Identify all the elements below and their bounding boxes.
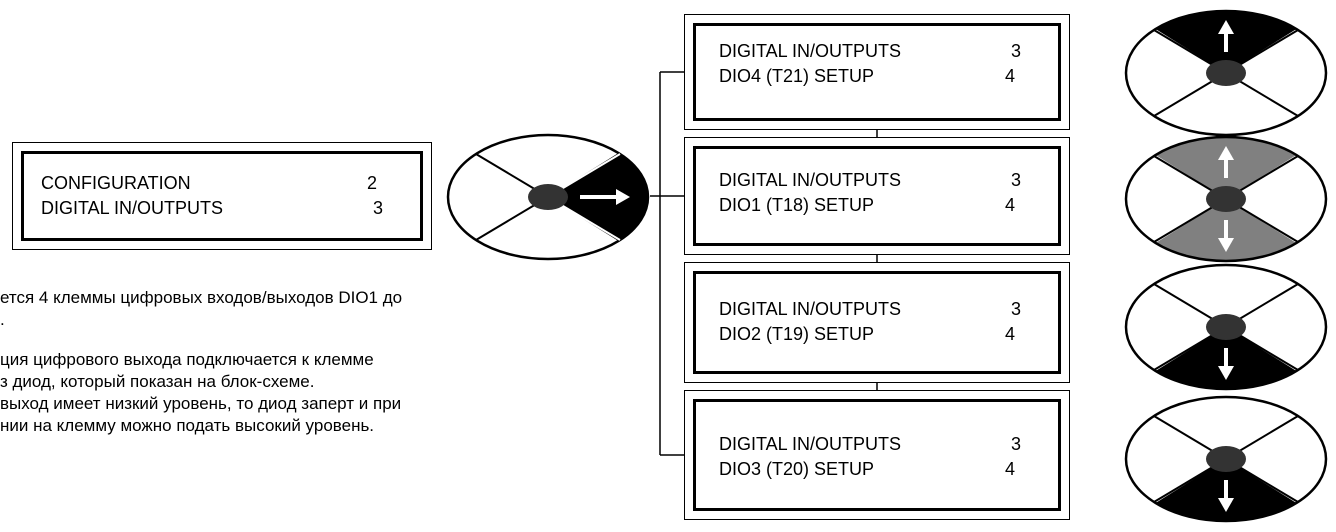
keypad-down-arrow[interactable]: [1124, 262, 1330, 392]
description-line-2: .: [0, 310, 5, 329]
menu-level-1: 3: [1011, 170, 1022, 190]
right-arrow-icon: [580, 189, 630, 205]
menu-level-1: 3: [1011, 41, 1022, 61]
menu-panel-dio1: DIGITAL IN/OUTPUTS 3 DIO1 (T18) SETUP 4: [684, 137, 1070, 255]
down-arrow-icon: [1218, 220, 1234, 252]
keypad-up-down-arrows[interactable]: [1124, 134, 1330, 264]
down-arrow-icon: [1218, 348, 1234, 380]
menu-panel-dio4: DIGITAL IN/OUTPUTS 3 DIO4 (T21) SETUP 4: [684, 14, 1070, 130]
menu-display: [693, 23, 1061, 121]
down-arrow-icon: [1218, 480, 1234, 512]
menu-panel-dio2: DIGITAL IN/OUTPUTS 3 DIO2 (T19) SETUP 4: [684, 262, 1070, 383]
configuration-menu-panel: CONFIGURATION 2 DIGITAL IN/OUTPUTS 3: [12, 142, 432, 250]
keypad-center-button[interactable]: [1206, 60, 1246, 86]
keypad-down-arrow[interactable]: [1124, 394, 1330, 524]
menu-display: [693, 399, 1061, 511]
menu-level-2: 4: [1005, 195, 1016, 215]
up-arrow-icon: [1218, 20, 1234, 52]
menu-panel-dio3: DIGITAL IN/OUTPUTS 3 DIO3 (T20) SETUP 4: [684, 390, 1070, 520]
menu-line-2: DIO1 (T18) SETUP: [719, 195, 875, 215]
menu-level-2: 4: [1005, 324, 1016, 344]
menu-line-1: DIGITAL IN/OUTPUTS: [719, 41, 902, 61]
menu-level-1: 3: [1011, 434, 1022, 454]
menu-line-2: DIGITAL IN/OUTPUTS: [41, 198, 224, 218]
menu-display: [693, 271, 1061, 374]
keypad-right-arrow[interactable]: [446, 132, 652, 262]
keypad-center-button[interactable]: [1206, 446, 1246, 472]
description-line-6: нии на клемму можно подать высокий урове…: [0, 416, 375, 435]
menu-level-2: 3: [373, 198, 384, 218]
menu-line-2: DIO4 (T21) SETUP: [719, 66, 875, 86]
keypad-center-button[interactable]: [1206, 314, 1246, 340]
menu-line-1: CONFIGURATION: [41, 173, 191, 193]
menu-level-1: 2: [367, 173, 378, 193]
menu-line-1: DIGITAL IN/OUTPUTS: [719, 299, 902, 319]
keypad-center-button[interactable]: [1206, 186, 1246, 212]
menu-display: [21, 151, 423, 241]
menu-line-1: DIGITAL IN/OUTPUTS: [719, 434, 902, 454]
menu-level-1: 3: [1011, 299, 1022, 319]
keypad-center-button[interactable]: [528, 184, 568, 210]
menu-line-2: DIO2 (T19) SETUP: [719, 324, 875, 344]
description-line-3: ция цифрового выхода подключается к клем…: [0, 350, 374, 369]
up-arrow-icon: [1218, 146, 1234, 178]
keypad-up-arrow[interactable]: [1124, 8, 1330, 138]
description-line-4: з диод, который показан на блок-схеме.: [0, 372, 315, 391]
menu-level-2: 4: [1005, 66, 1016, 86]
menu-line-1: DIGITAL IN/OUTPUTS: [719, 170, 902, 190]
description-line-1: ется 4 клеммы цифровых входов/выходов DI…: [0, 288, 403, 307]
menu-line-2: DIO3 (T20) SETUP: [719, 459, 875, 479]
menu-display: [693, 146, 1061, 246]
menu-level-2: 4: [1005, 459, 1016, 479]
description-line-5: выход имеет низкий уровень, то диод запе…: [0, 394, 402, 413]
